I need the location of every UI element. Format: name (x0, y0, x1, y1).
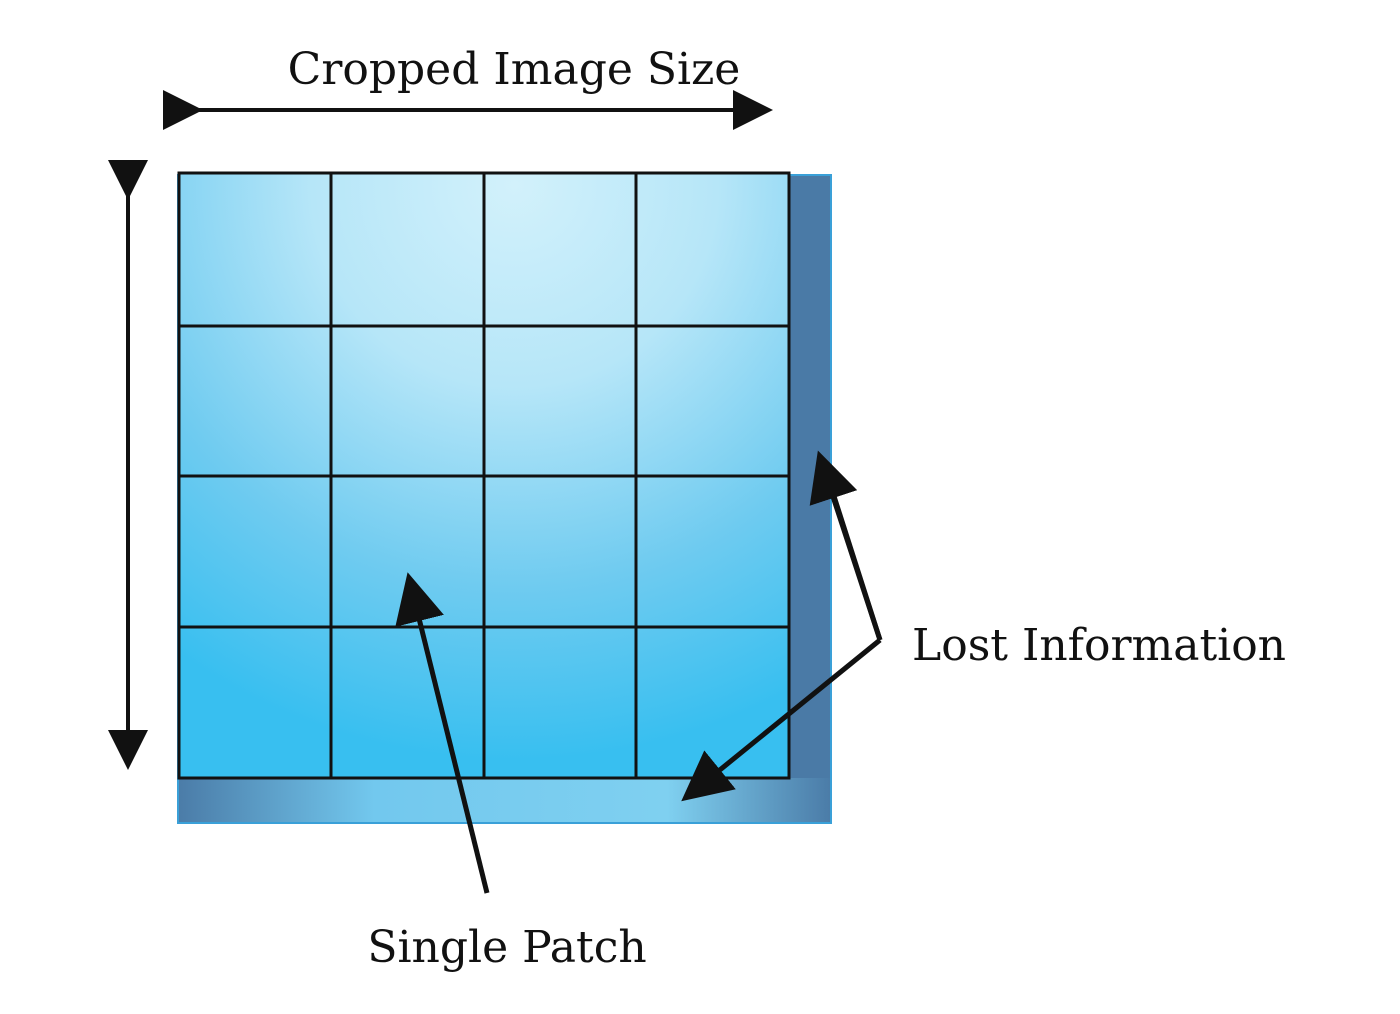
patch-grid (177, 171, 791, 780)
single-patch-label: Single Patch (367, 922, 646, 973)
lost-information-label: Lost Information (912, 620, 1286, 671)
cropped-image-size-label: Cropped Image Size (288, 44, 741, 95)
lost-region-bottom (179, 778, 830, 822)
lost-info-arrow-bottom (681, 638, 882, 802)
lost-info-arrow-right (809, 450, 883, 641)
single-patch-arrow (395, 572, 490, 894)
